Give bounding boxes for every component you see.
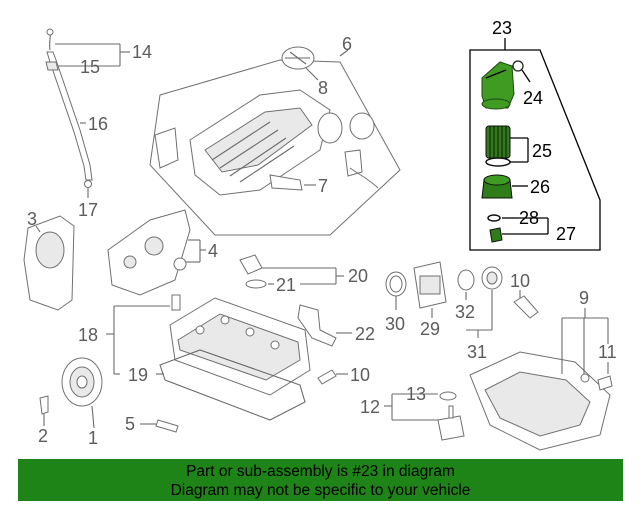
callout-23[interactable]: 23 xyxy=(492,18,512,38)
callout-16[interactable]: 16 xyxy=(88,114,108,134)
callout-10b[interactable]: 10 xyxy=(350,365,370,385)
banner-line-1: Part or sub-assembly is #23 in diagram xyxy=(186,463,455,480)
valve-cover-gasket[interactable] xyxy=(159,349,306,421)
callout-19[interactable]: 19 xyxy=(128,365,148,385)
callout-26[interactable]: 26 xyxy=(530,177,550,197)
callout-17[interactable]: 17 xyxy=(78,200,98,220)
pulley-bolt[interactable] xyxy=(39,395,49,415)
oil-pan[interactable] xyxy=(469,351,613,451)
intake-manifold-group[interactable] xyxy=(149,46,401,236)
oil-filter-housing-assembly-23[interactable] xyxy=(469,38,601,251)
callout-29[interactable]: 29 xyxy=(420,319,440,339)
valve-cover[interactable] xyxy=(169,294,311,396)
callout-4[interactable]: 4 xyxy=(208,241,218,261)
callout-1[interactable]: 1 xyxy=(88,428,98,448)
cooler-seal-ring[interactable] xyxy=(457,266,503,291)
info-banner: Part or sub-assembly is #23 in diagram D… xyxy=(18,459,623,501)
callout-32[interactable]: 32 xyxy=(455,302,475,322)
callout-22[interactable]: 22 xyxy=(355,324,375,344)
callout-3[interactable]: 3 xyxy=(27,209,37,229)
drain-plug[interactable] xyxy=(513,295,539,319)
oil-filter-adapter[interactable] xyxy=(413,261,447,309)
vacuum-hose-parts[interactable] xyxy=(239,254,267,289)
callout-2[interactable]: 2 xyxy=(38,426,48,446)
callout-24[interactable]: 24 xyxy=(523,88,543,108)
callout-30[interactable]: 30 xyxy=(385,314,405,334)
breather-pipe[interactable] xyxy=(297,304,337,347)
adapter-seal[interactable] xyxy=(385,271,407,297)
callout-7[interactable]: 7 xyxy=(318,176,328,196)
callout-8[interactable]: 8 xyxy=(318,78,328,98)
oil-level-sensor[interactable] xyxy=(437,391,465,441)
dipstick-assembly[interactable] xyxy=(45,28,93,188)
callout-14[interactable]: 14 xyxy=(132,42,152,62)
sensor-plug[interactable] xyxy=(317,369,337,385)
callout-10a[interactable]: 10 xyxy=(510,271,530,291)
callout-6[interactable]: 6 xyxy=(342,34,352,54)
callout-5[interactable]: 5 xyxy=(125,414,135,434)
callout-12[interactable]: 12 xyxy=(360,397,380,417)
callout-25[interactable]: 25 xyxy=(532,141,552,161)
callout-13[interactable]: 13 xyxy=(406,384,426,404)
callout-20[interactable]: 20 xyxy=(348,266,368,286)
callout-31[interactable]: 31 xyxy=(467,342,487,362)
callout-15[interactable]: 15 xyxy=(80,57,100,77)
callout-11[interactable]: 11 xyxy=(598,342,617,362)
callout-21[interactable]: 21 xyxy=(276,275,296,295)
banner-line-2: Diagram may not be specific to your vehi… xyxy=(170,482,471,499)
timing-cover-rear[interactable] xyxy=(23,215,75,311)
callout-27[interactable]: 27 xyxy=(556,224,576,244)
crankshaft-pulley[interactable] xyxy=(61,357,103,407)
stud-bolt[interactable] xyxy=(155,419,179,433)
callout-18[interactable]: 18 xyxy=(78,325,98,345)
callout-9[interactable]: 9 xyxy=(579,288,589,308)
callout-28[interactable]: 28 xyxy=(519,208,539,228)
timing-cover-front[interactable] xyxy=(107,209,191,296)
